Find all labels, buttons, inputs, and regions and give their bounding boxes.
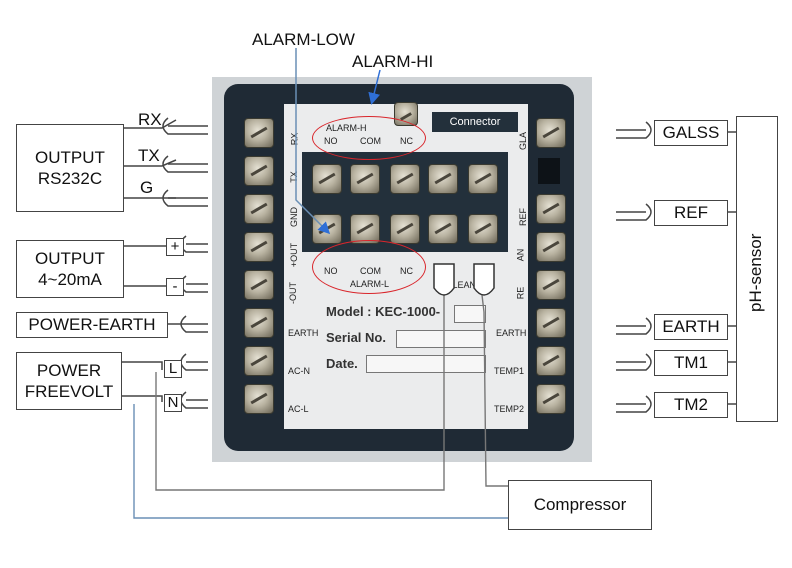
ph-sensor-label: pH-sensor <box>746 233 765 312</box>
alarm-h-highlight <box>312 116 426 160</box>
tm2-box: TM2 <box>654 392 728 418</box>
ph-sensor-box <box>736 116 778 422</box>
model-label: Model : KEC-1000- <box>326 304 441 319</box>
clean-label: CLEAN <box>446 280 477 290</box>
date-field <box>366 355 486 373</box>
terminal-label: TEMP2 <box>494 404 525 414</box>
relay-screw <box>350 164 380 194</box>
power-freevolt-box: POWER FREEVOLT <box>16 352 122 410</box>
terminal-screw-an <box>536 232 566 262</box>
output-rs232c-box: OUTPUT RS232C <box>16 124 124 212</box>
output-4-20ma-box: OUTPUT 4~20mA <box>16 240 124 298</box>
terminal-screw-re <box>536 270 566 300</box>
output-rs232c-line2: RS232C <box>37 169 103 188</box>
relay-screw <box>390 214 420 244</box>
pin-l-label: L <box>164 360 182 378</box>
terminal-screw-earth <box>244 308 274 338</box>
output-rs232c-line1: OUTPUT <box>35 147 105 167</box>
terminal-screw-gla <box>536 118 566 148</box>
serial-label: Serial No. <box>326 330 386 345</box>
power-freevolt-line2: FREEVOLT <box>24 382 114 401</box>
output-4-20ma-line2: 4~20mA <box>38 270 102 289</box>
connector-label: Connector <box>449 116 501 128</box>
alarm-low-leader <box>295 48 331 235</box>
right-fork-connectors <box>616 121 652 413</box>
relay-screw <box>312 164 342 194</box>
terminal-screw-earth-right <box>536 308 566 338</box>
date-label: Date. <box>326 356 358 371</box>
clean-lugs <box>433 263 495 296</box>
relay-screw <box>468 214 498 244</box>
terminal-label: EARTH <box>496 328 527 338</box>
compressor-wires <box>133 277 508 519</box>
pin-rx-label: RX <box>138 110 162 129</box>
relay-screw <box>428 214 458 244</box>
pin-plus-label: + <box>166 238 184 256</box>
pin-n-label: N <box>164 394 182 412</box>
terminal-screw-plus-out <box>244 232 274 262</box>
alarm-low-label: ALARM-LOW <box>252 30 355 49</box>
connector-tag: Connector <box>432 112 518 132</box>
pin-tx-label: TX <box>138 146 160 165</box>
terminal-screw-minus-out <box>244 270 274 300</box>
model-suffix-field <box>454 305 486 323</box>
pin-g-label: G <box>140 178 154 197</box>
output-wires <box>122 245 186 402</box>
terminal-screw-temp1 <box>536 346 566 376</box>
terminal-label: EARTH <box>288 328 319 338</box>
tm1-box: TM1 <box>654 350 728 376</box>
terminal-screw-ac-n <box>244 346 274 376</box>
ref-box: REF <box>654 200 728 226</box>
terminal-screw-gnd <box>244 194 274 224</box>
relay-screw <box>468 164 498 194</box>
terminal-label: AC-N <box>288 366 310 376</box>
power-earth-box: POWER-EARTH <box>16 312 168 338</box>
serial-field <box>396 330 486 348</box>
rs232c-wires <box>122 119 177 199</box>
power-freevolt-line1: POWER <box>36 360 102 380</box>
galss-box: GALSS <box>654 120 728 146</box>
output-4-20ma-line1: OUTPUT <box>35 248 105 268</box>
terminal-label: AC-L <box>288 404 309 414</box>
relay-screw <box>390 164 420 194</box>
alarm-hi-label: ALARM-HI <box>352 52 434 71</box>
terminal-screw-ref <box>536 194 566 224</box>
terminal-screw-ac-l <box>244 384 274 414</box>
earth-box: EARTH <box>654 314 728 340</box>
terminal-empty-slot <box>538 158 560 184</box>
terminal-label: TEMP1 <box>494 366 525 376</box>
alarm-hi-leader <box>368 69 381 105</box>
terminal-screw-rx <box>244 118 274 148</box>
terminal-screw-tx <box>244 156 274 186</box>
pin-minus-label: - <box>166 278 184 296</box>
terminal-screw-temp2 <box>536 384 566 414</box>
relay-screw <box>428 164 458 194</box>
alarm-l-highlight <box>312 240 426 294</box>
compressor-box: Compressor <box>508 480 652 530</box>
